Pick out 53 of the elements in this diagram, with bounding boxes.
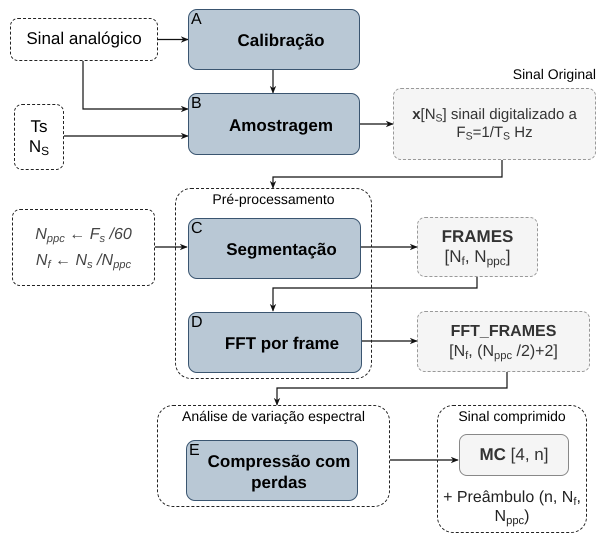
arrow <box>158 36 189 43</box>
box-label: FFT_FRAMES <box>450 322 556 342</box>
arrow <box>361 338 418 344</box>
input-box <box>10 18 158 61</box>
group-title: Pré-processamento <box>212 191 335 208</box>
box-label: [N$_{f}$, N$_{ppc}$] <box>444 247 510 268</box>
arrow <box>270 70 276 94</box>
arrow <box>270 277 478 312</box>
arrow <box>82 61 189 112</box>
arrow <box>270 160 503 189</box>
data-box <box>417 217 538 277</box>
step-title: FFT por frame <box>224 334 340 355</box>
data-box <box>459 434 569 476</box>
step-title: Segmentação <box>226 240 337 261</box>
group-title: Sinal comprimido <box>458 408 566 425</box>
box-label: N$_{f}$ ← N$_{s}$ /N$_{ppc}$ <box>36 250 132 270</box>
step-title: Calibração <box>238 31 324 52</box>
side-caption: Sinal Original <box>512 66 596 82</box>
box-label: x[N$_{S}$] sinail digitalizado a F$_{S}$=1/T$_{S}$ Hz <box>411 106 578 142</box>
step-letter: A <box>191 11 202 29</box>
box-label: FRAMES <box>442 226 514 247</box>
process-box <box>186 440 358 501</box>
step-letter: B <box>191 95 202 113</box>
data-box <box>417 311 590 372</box>
step-title: Amostragem <box>229 116 333 136</box>
box-label: N$_{ppc}$ ← F$_{s}$ /60 <box>35 225 132 244</box>
arrow <box>360 244 418 250</box>
arrow <box>390 456 459 464</box>
input-box <box>14 104 64 170</box>
process-box <box>188 312 362 373</box>
box-label: Ts <box>30 116 48 137</box>
group-container <box>157 405 390 507</box>
group-container <box>437 405 587 533</box>
group-title: Análise de variação espectral <box>182 408 365 425</box>
step-title: Compressão com perdas <box>206 452 352 493</box>
step-letter: E <box>189 442 200 460</box>
process-box <box>188 9 360 70</box>
arrow <box>274 372 508 406</box>
process-box <box>188 93 360 155</box>
arrow <box>155 244 188 250</box>
step-letter: C <box>191 220 203 238</box>
box-label: MC [4, n] <box>480 444 548 466</box>
group-container <box>175 188 372 379</box>
box-label: + Preâmbulo (n, N$_{f}$, N$_{ppc}$) <box>442 488 582 526</box>
box-label: Sinal analógico <box>26 29 142 50</box>
box-label: [N$_{f}$, (N$_{ppc}$ /2)+2] <box>449 342 558 361</box>
step-letter: D <box>191 314 203 332</box>
input-box <box>12 209 155 286</box>
arrow <box>360 120 394 128</box>
data-box <box>393 88 596 160</box>
arrow <box>64 132 189 140</box>
box-label: N$_{S}$ <box>28 137 50 158</box>
process-box <box>188 218 361 279</box>
